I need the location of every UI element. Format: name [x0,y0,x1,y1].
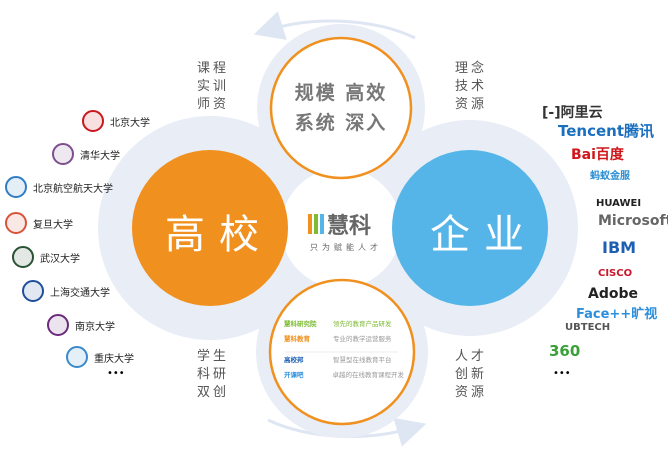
enterprise-logo: Bai百度 [571,147,624,163]
university-item: 武汉大学 [12,246,80,268]
huike-logo: 慧科 只为赋能人才 [308,208,384,253]
platform-item: 慧科教育专业的教学运营服务 [284,335,392,343]
university-item: 清华大学 [52,143,120,165]
university-seal-icon [5,176,27,198]
top-line: 系统 深入 [294,112,388,134]
university-top-text: 课程实训师资 [197,61,230,112]
university-seal-icon [22,280,44,302]
bottom-circle-content: 慧科研究院领先的教育产品研发慧科教育专业的教学运营服务高校邦智慧型在线教育平台开… [284,318,404,379]
enterprise-top-text: 理念技术资源 [455,61,488,112]
university-bottom-text: 学生科研双创 [197,349,230,400]
enterprise-logo: Tencent腾讯 [558,122,655,140]
enterprise-logo: IBM [602,238,637,257]
enterprise-logo: HUAWEI [596,198,642,209]
enterprise-logo: CISCO [598,268,633,279]
university-seal-icon [66,346,88,368]
university-item: 南京大学 [47,314,115,336]
platform-item: 开课吧卓越的在线教育课程开发 [284,371,404,379]
university-item: 复旦大学 [5,212,73,234]
platform-item: 高校邦智慧型在线教育平台 [284,356,392,364]
enterprise-logo: [-]阿里云 [542,105,603,121]
top-line: 规模 高效 [294,82,388,104]
university-seal-icon [82,110,104,132]
university-seal-icon [47,314,69,336]
enterprise-logo: 360 [549,342,581,360]
enterprise-logo: Adobe [588,286,638,302]
university-item: 北京大学 [82,110,150,132]
university-item: 重庆大学 [66,346,134,368]
enterprise-label: 企业 [430,212,538,258]
logo-tagline: 只为赋能人才 [310,243,382,252]
university-item: 上海交通大学 [22,280,110,302]
enterprise-more: ••• [553,368,571,379]
enterprise-logo: UBTECH [565,322,611,333]
enterprise-logo: Face++旷视 [576,307,658,322]
enterprise-logo: 蚂蚁金服 [590,171,630,182]
top-cycle-arrow [253,11,416,40]
enterprise-circle [392,150,548,306]
university-seal-icon [52,143,74,165]
university-item: 北京航空航天大学 [5,176,113,198]
university-seal-icon [5,212,27,234]
logo-name: 慧科 [327,214,372,239]
enterprise-bottom-text: 人才创新资源 [455,349,488,400]
enterprise-logo: Microsoft [598,213,668,229]
university-circle [132,150,288,306]
platform-item: 慧科研究院领先的教育产品研发 [284,320,392,328]
top-circle-text: 规模 高效 系统 深入 [271,78,411,138]
university-more: ••• [107,368,125,379]
logo-mark-icon [308,214,324,234]
university-seal-icon [12,246,34,268]
top-circle [269,36,413,180]
university-label: 高校 [165,212,273,258]
